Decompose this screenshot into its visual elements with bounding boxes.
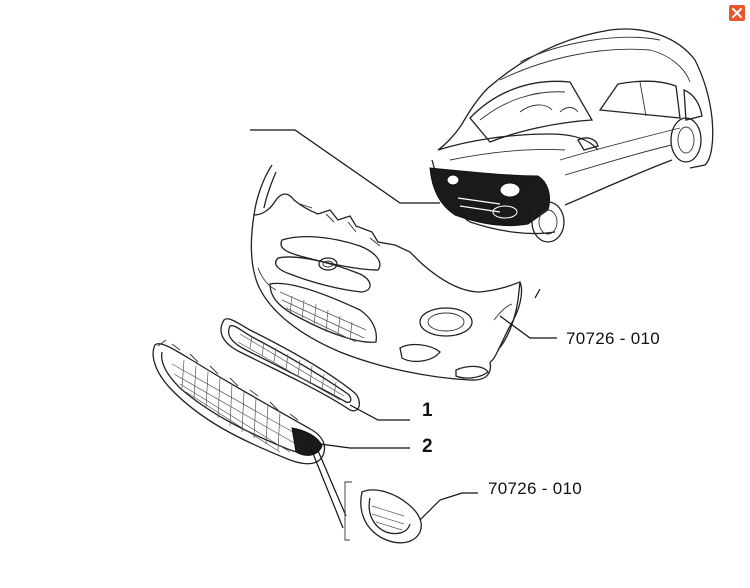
bumper-part-code: 70726 - 010 bbox=[566, 329, 661, 348]
leader-line-fog-a bbox=[309, 445, 344, 529]
leader-line-fog-b bbox=[315, 445, 347, 517]
front-bumper bbox=[250, 164, 523, 381]
vehicle-overview bbox=[429, 28, 714, 243]
leader-line-bumper-top bbox=[534, 288, 541, 299]
fog-bezel-part-code: 70726 - 010 bbox=[488, 479, 583, 498]
fog-lamp-bezel bbox=[360, 489, 422, 544]
leader-line-part-2 bbox=[319, 443, 410, 449]
close-icon bbox=[732, 8, 742, 18]
upper-grille-part-1 bbox=[220, 318, 361, 412]
leader-line-fog bbox=[419, 492, 478, 521]
bracket-fog bbox=[344, 481, 352, 541]
leader-line-part-1 bbox=[349, 404, 410, 421]
lower-grille-part-2 bbox=[152, 339, 326, 465]
part-number-2: 2 bbox=[422, 436, 433, 457]
bumper-grille-mesh bbox=[279, 291, 367, 343]
lower-grille-mesh bbox=[171, 359, 301, 453]
upper-grille-mesh bbox=[237, 333, 345, 401]
part-number-1: 1 bbox=[422, 400, 433, 421]
close-button[interactable] bbox=[729, 5, 745, 21]
leader-line-vehicle bbox=[250, 129, 440, 204]
leader-line-bumper bbox=[499, 315, 557, 339]
